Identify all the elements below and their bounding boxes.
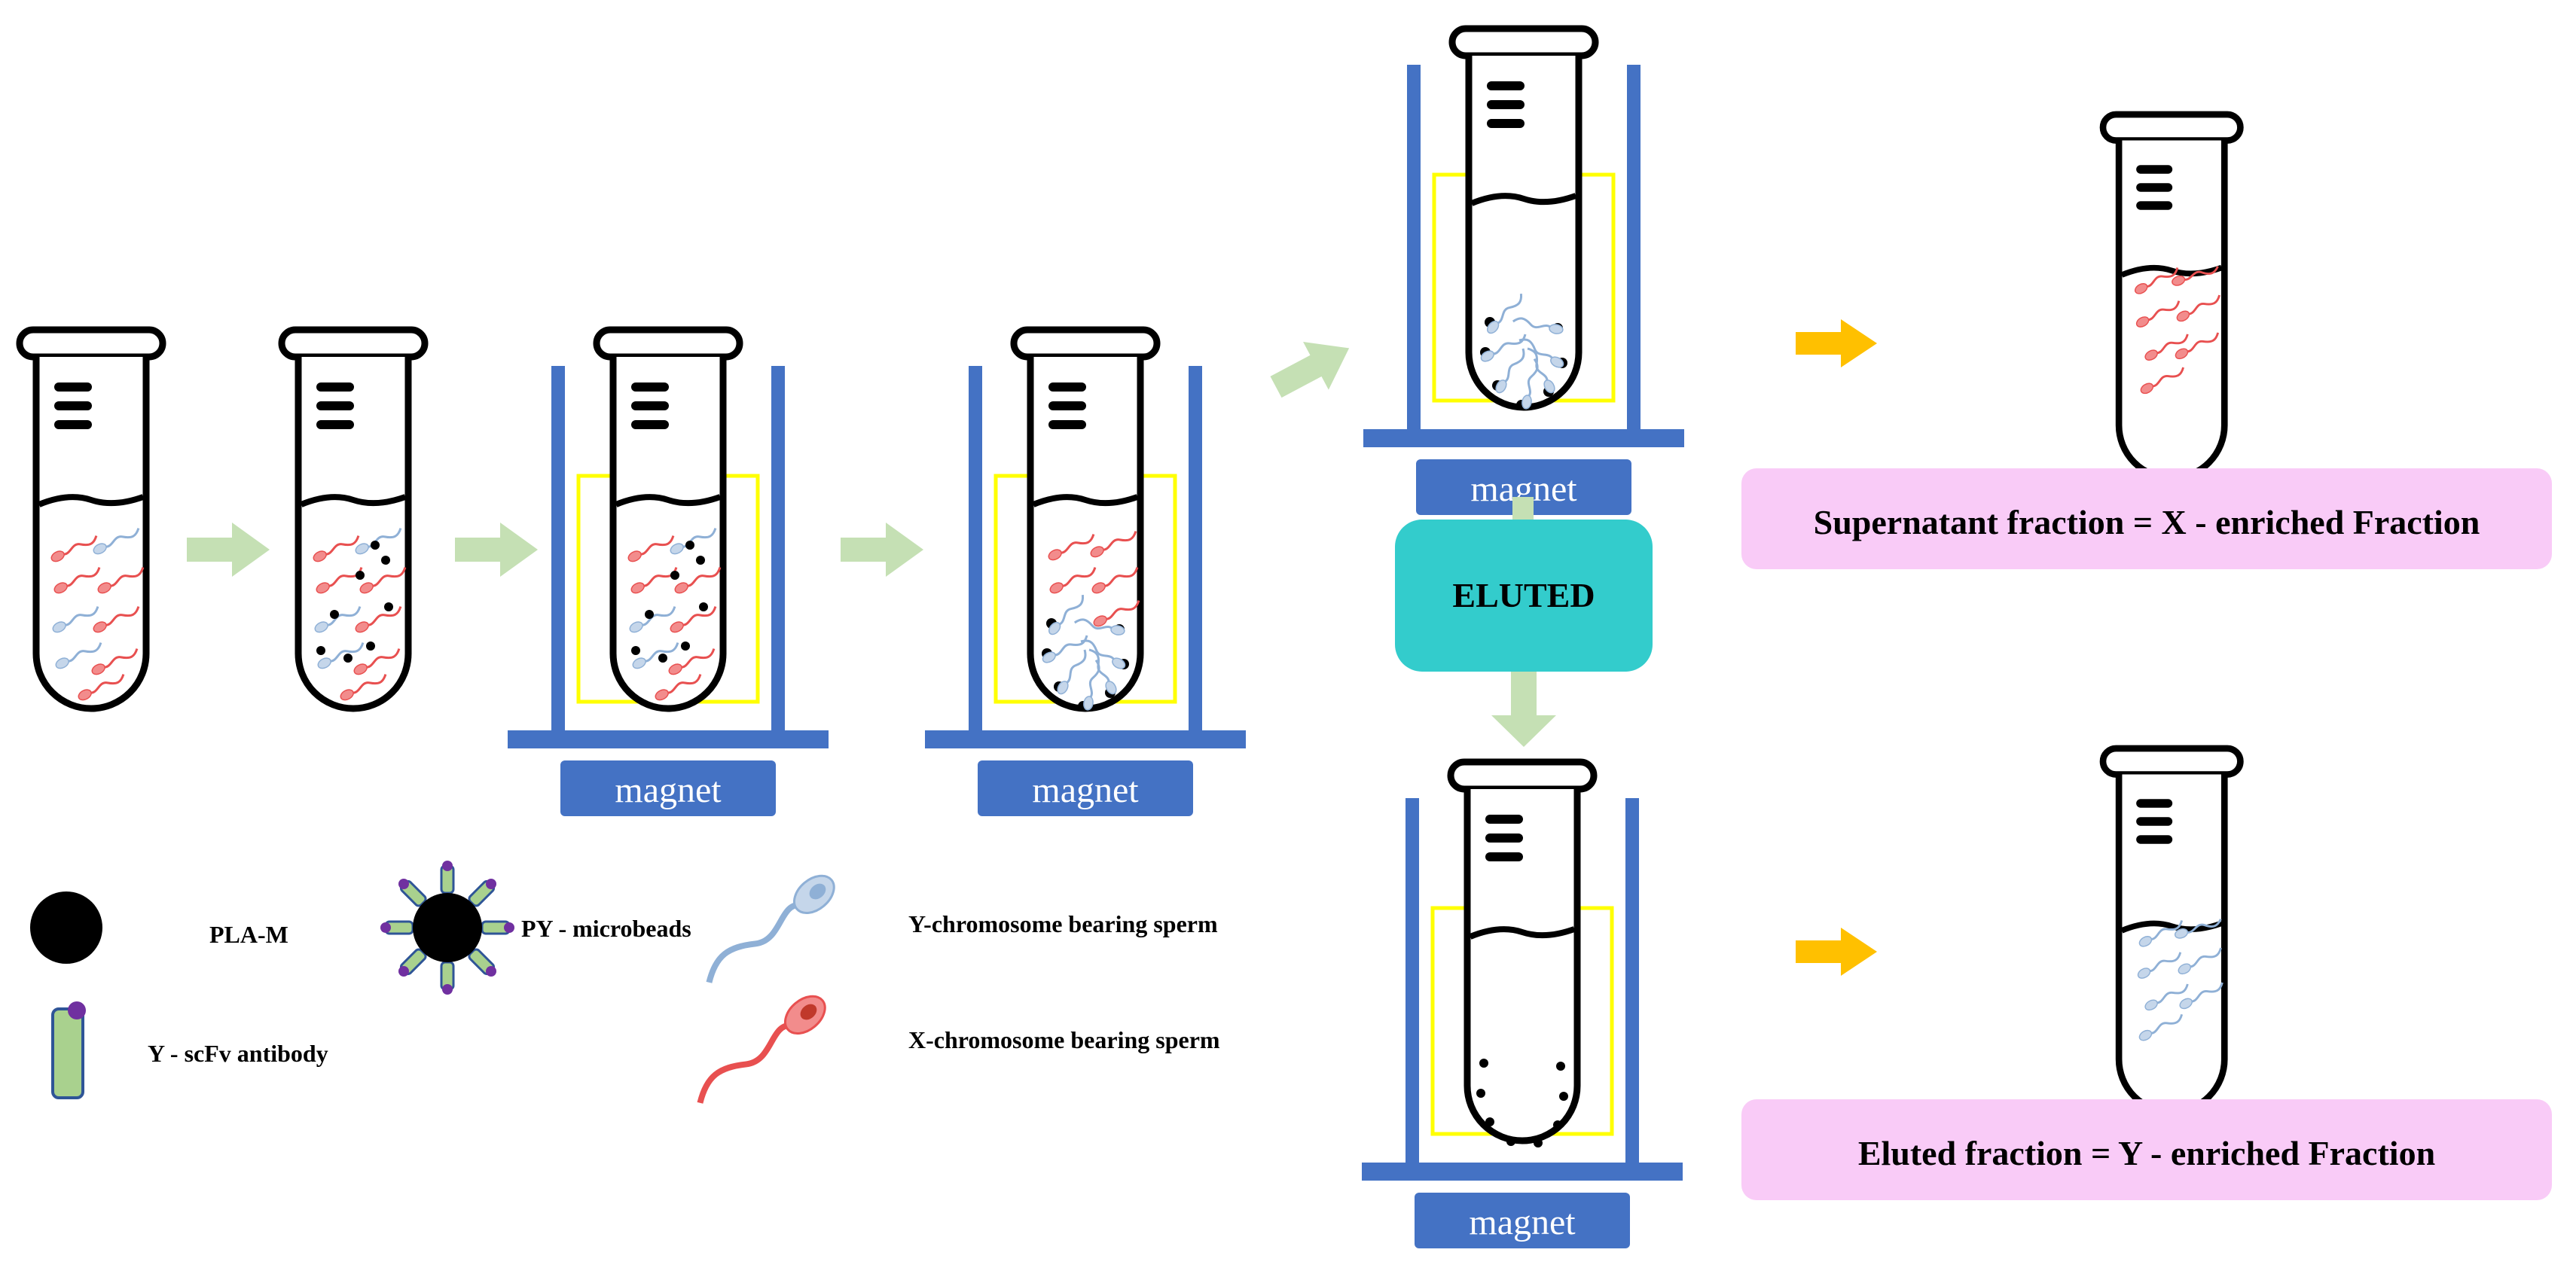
legend-pla-m: PLA-M — [209, 921, 288, 948]
eluted-fraction-box — [1741, 1099, 2552, 1200]
supernatant-fraction-label: Supernatant fraction = X - enriched Frac… — [1814, 503, 2480, 541]
eluted-box — [1395, 520, 1653, 672]
tube-sample — [20, 330, 163, 709]
tube-in-magnet-3 — [1452, 29, 1595, 410]
pla-m-icon — [30, 891, 102, 964]
y-sperm-icon — [706, 874, 835, 983]
supernatant-fraction-box — [1741, 468, 2552, 569]
arrow-step-1 — [187, 523, 270, 577]
tube-in-magnet-2 — [1014, 330, 1157, 712]
y-scfv-antibody-icon — [51, 1001, 86, 1099]
tube-y-enriched — [2103, 748, 2240, 1112]
py-microbead-icon — [380, 861, 514, 995]
legend-y-scfv: Y - scFv antibody — [148, 1040, 328, 1067]
arrow-to-y-fraction — [1796, 928, 1877, 976]
tube-with-microbeads — [282, 330, 425, 709]
eluted-fraction-label: Eluted fraction = Y - enriched Fraction — [1858, 1134, 2435, 1172]
magnet-stand-2: magnet — [925, 366, 1246, 816]
arrow-step-2 — [455, 523, 538, 577]
eluted-connector — [1512, 497, 1534, 520]
magnet-label-2: magnet — [1032, 770, 1139, 810]
arrow-to-x-fraction — [1796, 319, 1877, 367]
legend: PLA-M — [30, 861, 1220, 1104]
tube-x-enriched — [2103, 114, 2240, 478]
tube-in-magnet-4 — [1451, 762, 1594, 1147]
legend-y-sperm: Y-chromosome bearing sperm — [908, 910, 1218, 937]
eluted-label: ELUTED — [1452, 576, 1595, 614]
arrow-step-3 — [841, 523, 923, 577]
arrow-step-4 — [1263, 324, 1363, 411]
legend-py-microbeads: PY - microbeads — [521, 915, 691, 942]
arrow-eluted-down — [1491, 672, 1556, 747]
tube-in-magnet-1 — [597, 330, 740, 709]
legend-x-sperm: X-chromosome bearing sperm — [908, 1026, 1220, 1053]
magnet-label-1: magnet — [615, 770, 722, 810]
magnet-stand-1: magnet — [508, 366, 829, 816]
magnet-label-4: magnet — [1469, 1202, 1576, 1242]
magnet-stand-4: magnet — [1362, 798, 1683, 1248]
x-sperm-icon — [697, 995, 826, 1104]
